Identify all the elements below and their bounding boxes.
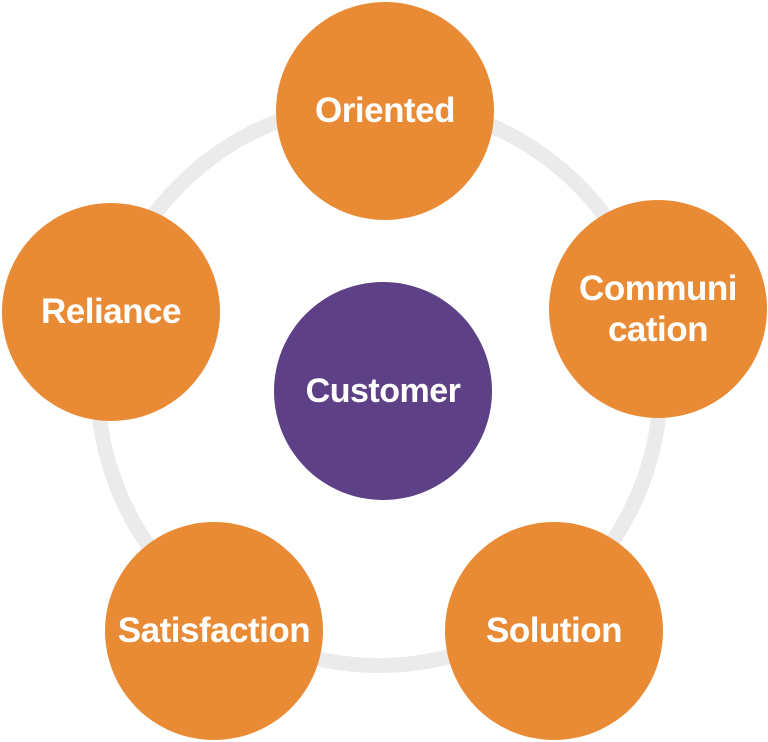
node-satisfaction: Satisfaction — [105, 522, 323, 740]
node-communication-label: Communi cation — [579, 268, 737, 349]
node-oriented: Oriented — [276, 2, 494, 220]
node-satisfaction-label: Satisfaction — [117, 611, 311, 651]
node-solution-label: Solution — [486, 611, 622, 651]
node-solution: Solution — [445, 522, 663, 740]
node-reliance: Reliance — [2, 203, 220, 421]
center-node-label: Customer — [305, 371, 461, 410]
node-reliance-label: Reliance — [41, 292, 181, 332]
node-communication: Communi cation — [549, 200, 767, 418]
center-node-customer: Customer — [274, 282, 492, 500]
node-oriented-label: Oriented — [315, 91, 455, 131]
